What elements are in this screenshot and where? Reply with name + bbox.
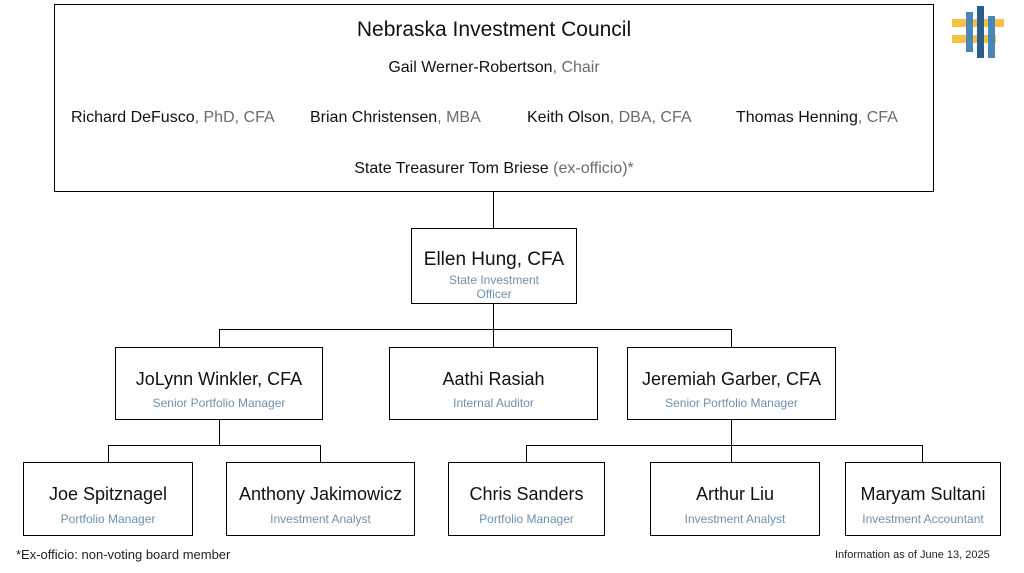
person-role: Investment Accountant [862, 512, 984, 526]
person-role: State Investment [448, 273, 540, 287]
person-role: Senior Portfolio Manager [152, 396, 286, 410]
connector-line [219, 420, 220, 445]
council-member: Thomas Henning, CFA [736, 109, 898, 127]
member-name: Brian Christensen [310, 109, 438, 126]
person-name: JoLynn Winkler, CFA [135, 369, 303, 389]
staff-box: Jeremiah Garber, CFA Senior Portfolio Ma… [627, 347, 836, 420]
staff-box: Aathi Rasiah Internal Auditor [389, 347, 598, 420]
connector-line [731, 329, 732, 347]
connector-line [108, 445, 109, 462]
council-member: Brian Christensen, MBA [310, 109, 481, 127]
person-role: Internal Auditor [453, 396, 534, 410]
council-title: Nebraska Investment Council [356, 18, 632, 41]
person-name: Aathi Rasiah [442, 369, 545, 389]
ex-officio-footnote: *Ex-officio: non-voting board member [16, 547, 231, 562]
staff-box: Chris Sanders Portfolio Manager [448, 462, 605, 536]
person-name: Chris Sanders [469, 484, 584, 504]
staff-box: JoLynn Winkler, CFA Senior Portfolio Man… [115, 347, 323, 420]
member-name: Richard DeFusco [71, 109, 195, 126]
person-role: Portfolio Manager [60, 512, 156, 526]
member-name: Thomas Henning [736, 109, 858, 126]
person-role: Senior Portfolio Manager [665, 396, 798, 410]
as-of-date: Information as of June 13, 2025 [835, 549, 990, 561]
connector-line [526, 445, 923, 446]
council-treasurer: State Treasurer Tom Briese (ex-officio)* [55, 160, 933, 178]
treasurer-name: State Treasurer Tom Briese [354, 160, 549, 177]
chair-cred: , Chair [552, 59, 600, 76]
member-cred: , PhD, CFA [194, 109, 275, 126]
person-role: Portfolio Manager [479, 512, 574, 526]
council-chair: Gail Werner-Robertson, Chair [55, 59, 933, 77]
member-name: Keith Olson [527, 109, 610, 126]
connector-line [219, 329, 732, 330]
person-name: Jeremiah Garber, CFA [641, 369, 822, 389]
person-name: Arthur Liu [695, 484, 775, 504]
treasurer-cred: (ex-officio)* [548, 160, 634, 177]
person-name: Joe Spitznagel [48, 484, 168, 504]
connector-line [731, 445, 732, 462]
staff-box: Joe Spitznagel Portfolio Manager [23, 462, 193, 536]
staff-box: Arthur Liu Investment Analyst [650, 462, 820, 536]
sio-box: Ellen Hung, CFA State Investment Officer [411, 228, 577, 304]
connector-line [731, 420, 732, 445]
person-role: Investment Analyst [270, 512, 371, 526]
council-member: Keith Olson, DBA, CFA [527, 109, 692, 127]
connector-line [320, 445, 321, 462]
chair-name: Gail Werner-Robertson [388, 59, 553, 76]
person-name: Ellen Hung, CFA [423, 249, 565, 270]
staff-box: Maryam Sultani Investment Accountant [845, 462, 1001, 536]
connector-line [108, 445, 321, 446]
nic-logo-icon [952, 6, 1004, 58]
connector-line [526, 445, 527, 462]
person-role: Investment Analyst [684, 512, 786, 526]
connector-line [922, 445, 923, 462]
council-member: Richard DeFusco, PhD, CFA [71, 109, 275, 127]
member-cred: , MBA [437, 109, 481, 126]
connector-line [219, 329, 220, 347]
council-box: Nebraska Investment Council Gail Werner-… [54, 4, 934, 192]
connector-line [493, 192, 494, 228]
staff-box: Anthony Jakimowicz Investment Analyst [226, 462, 415, 536]
person-name: Maryam Sultani [860, 484, 986, 504]
member-cred: , DBA, CFA [609, 109, 692, 126]
connector-line [493, 303, 494, 329]
person-role: Officer [476, 287, 512, 301]
person-name: Anthony Jakimowicz [238, 484, 403, 504]
connector-line [493, 329, 494, 347]
member-cred: , CFA [857, 109, 898, 126]
